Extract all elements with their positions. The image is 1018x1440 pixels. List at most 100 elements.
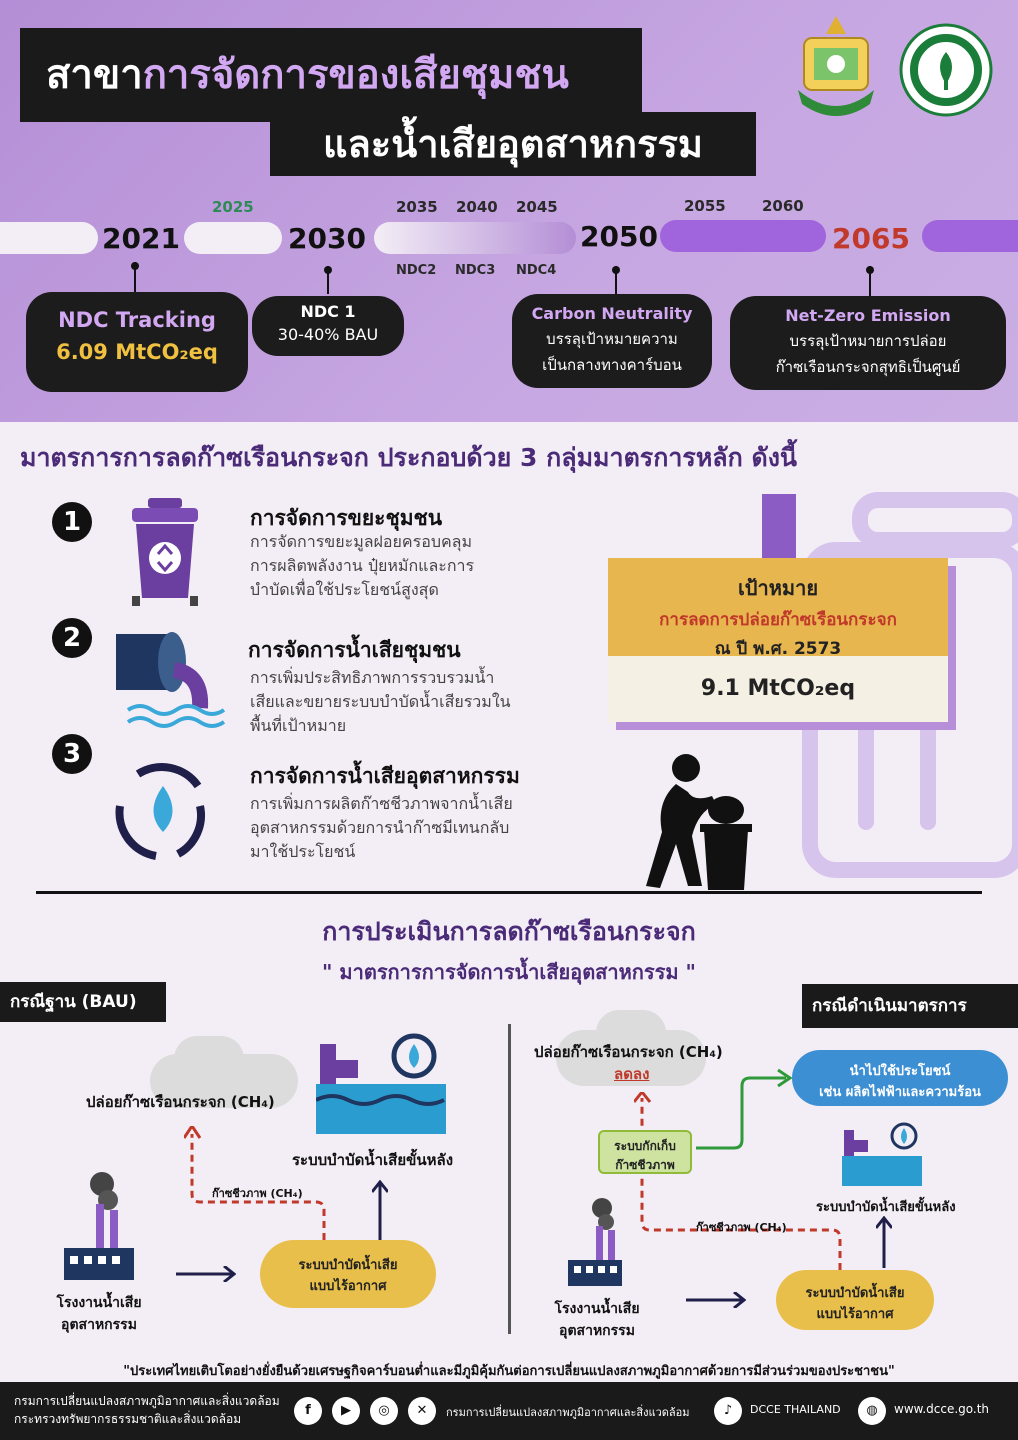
desc-line: บำบัดเพื่อใช้ประโยชน์สูงสุด	[250, 580, 439, 599]
year-2055: 2055	[684, 197, 726, 215]
year-2030: 2030	[288, 222, 366, 255]
year-2021: 2021	[102, 222, 180, 255]
measure-number-2: 2	[52, 618, 92, 658]
center-divider	[508, 1024, 511, 1334]
goal-tab	[762, 494, 796, 564]
page-title-line1: สาขาการจัดการของเสียชุมชน	[20, 28, 642, 122]
bau-post-treatment-label: ระบบบำบัดน้ำเสียขั้นหลัง	[292, 1151, 454, 1169]
tank-line2: แบบไร้อากาศ	[816, 1307, 894, 1322]
year-2045: 2045	[516, 198, 558, 216]
factory-line1: โรงงานน้ำเสีย	[554, 1301, 640, 1317]
capture-line2: ก๊าซชีวภาพ	[615, 1158, 675, 1172]
measure-post-treatment-label: ระบบบำบัดน้ำเสียขั้นหลัง	[816, 1200, 956, 1215]
water-cycle-icon	[115, 763, 205, 860]
measure-desc-1: การจัดการขยะมูลฝอยครอบคลุม การผลิตพลังงา…	[250, 530, 474, 602]
ndc2-label: NDC2	[396, 263, 437, 278]
desc-line: เสียและขยายระบบบำบัดน้ำเสียรวมใน	[250, 692, 511, 711]
milestone-net-zero: Net-Zero Emission บรรลุเป้าหมายการปล่อย …	[730, 296, 1006, 390]
youtube-icon[interactable]: ▶	[332, 1397, 360, 1425]
tiktok-handle[interactable]: DCCE THAILAND	[750, 1403, 841, 1416]
measure-number-1: 1	[52, 502, 92, 542]
bau-emission-label: ปล่อยก๊าซเรือนกระจก (CH₄)	[86, 1093, 275, 1111]
measure-emission-label: ปล่อยก๊าซเรือนกระจก (CH₄)	[534, 1043, 723, 1061]
measure-dashed-arrow	[634, 1092, 842, 1270]
globe-icon[interactable]: ◍	[858, 1397, 886, 1425]
org-line2: กระทรวงทรัพยากรธรรมชาติและสิ่งแวดล้อม	[14, 1412, 242, 1426]
desc-line: พื้นที่เป้าหมาย	[250, 716, 347, 735]
desc-line: อุตสาหกรรมด้วยการนำก๊าซมีเทนกลับ	[250, 818, 510, 837]
measure-title-1: การจัดการขยะชุมชน	[250, 506, 443, 530]
measure-up-arrow	[876, 1216, 892, 1268]
milestone-ndc1: NDC 1 30-40% BAU	[252, 296, 404, 356]
year-2060: 2060	[762, 197, 804, 215]
bau-right-arrow	[176, 1266, 236, 1282]
year-2035: 2035	[396, 198, 438, 216]
use-line2: เช่น ผลิตไฟฟ้าและความร้อน	[819, 1085, 981, 1100]
recycle-bin-icon	[132, 498, 198, 606]
measure-anaerobic-tank: ระบบบำบัดน้ำเสีย แบบไร้อากาศ	[776, 1270, 934, 1330]
measure-biogas-label: ก๊าซชีวภาพ (CH₄)	[696, 1221, 787, 1234]
measure-desc-3: การเพิ่มการผลิตก๊าซชีวภาพจากน้ำเสีย อุตส…	[250, 792, 513, 864]
measure-post-treatment-icon	[842, 1122, 922, 1186]
milestone-ndc-tracking: NDC Tracking 6.09 MtCO₂eq	[26, 292, 248, 392]
footer-org: กรมการเปลี่ยนแปลงสภาพภูมิอากาศและสิ่งแวด…	[14, 1392, 280, 1428]
milestone-carbon-neutrality: Carbon Neutrality บรรลุเป้าหมายความ เป็น…	[512, 294, 712, 388]
measure-title-2: การจัดการน้ำเสียชุมชน	[248, 638, 461, 662]
milestone-value: 30-40% BAU	[277, 325, 379, 344]
pin-dot-2050	[612, 266, 620, 274]
website-link[interactable]: www.dcce.go.th	[894, 1402, 990, 1416]
milestone-line1: บรรลุเป้าหมายความ	[546, 330, 678, 348]
tank-line1: ระบบบำบัดน้ำเสีย	[805, 1286, 905, 1301]
bau-cloud-puff	[174, 1036, 244, 1082]
measure-desc-2: การเพิ่มประสิทธิภาพการรวบรวมน้ำ เสียและข…	[250, 666, 511, 738]
tank-line1: ระบบบำบัดน้ำเสีย	[298, 1258, 398, 1273]
milestone-title: Carbon Neutrality	[531, 304, 693, 323]
page-title-line2: และน้ำเสียอุตสาหกรรม	[270, 112, 756, 176]
person-throwing-trash-icon	[646, 754, 752, 890]
bau-dashed-arrow	[184, 1126, 326, 1240]
milestone-title: Net-Zero Emission	[785, 306, 951, 325]
facebook-icon[interactable]: f	[294, 1397, 322, 1425]
bau-up-arrow	[372, 1180, 388, 1242]
year-2040: 2040	[456, 198, 498, 216]
utilization-pill: นำไปใช้ประโยชน์ เช่น ผลิตไฟฟ้าและความร้อ…	[792, 1050, 1008, 1106]
goal-value: 9.1 MtCO₂eq	[608, 656, 948, 722]
tiktok-icon[interactable]: ♪	[714, 1397, 742, 1425]
goal-label: เป้าหมาย	[737, 576, 819, 600]
measure-reduced-label: ลดลง	[614, 1065, 650, 1083]
goal-year: ณ ปี พ.ศ. 2573	[714, 639, 842, 659]
year-2050: 2050	[580, 220, 658, 253]
assessment-subtitle: " มาตรการการจัดการน้ำเสียอุตสาหกรรม "	[322, 960, 696, 984]
assessment-title: การประเมินการลดก๊าซเรือนกระจก	[322, 917, 696, 946]
pin-dot-2030	[324, 266, 332, 274]
milestone-value: 6.09 MtCO₂eq	[56, 340, 218, 364]
factory-line1: โรงงานน้ำเสีย	[56, 1295, 142, 1311]
section-divider	[36, 891, 982, 894]
ndc3-label: NDC3	[455, 263, 496, 278]
timeline-bar-4	[660, 220, 826, 252]
pin-dot-2021	[131, 262, 139, 270]
desc-line: การผลิตพลังงาน ปุ๋ยหมักและการ	[250, 556, 475, 575]
measures-section-title: มาตรการการลดก๊าซเรือนกระจก ประกอบด้วย 3 …	[20, 443, 798, 472]
bau-factory-label: โรงงานน้ำเสีย อุตสาหกรรม	[40, 1292, 158, 1336]
bau-anaerobic-tank: ระบบบำบัดน้ำเสีย แบบไร้อากาศ	[260, 1240, 436, 1308]
pin-dot-2065	[866, 266, 874, 274]
title-highlight: การจัดการของเสียชุมชน	[142, 52, 569, 98]
instagram-icon[interactable]: ◎	[370, 1397, 398, 1425]
goal-header: เป้าหมาย การลดการปล่อยก๊าซเรือนกระจก ณ ป…	[608, 558, 948, 659]
bau-tag: กรณีฐาน (BAU)	[0, 982, 166, 1022]
dcce-logo	[899, 23, 993, 117]
use-line1: นำไปใช้ประโยชน์	[849, 1064, 951, 1079]
measure-right-arrow	[686, 1292, 746, 1308]
desc-line: มาใช้ประโยชน์	[250, 842, 356, 861]
bau-post-treatment-icon	[316, 1033, 446, 1134]
measure-cloud-puff	[596, 1010, 666, 1056]
milestone-line1: บรรลุเป้าหมายการปล่อย	[789, 332, 947, 350]
bau-factory-icon	[64, 1172, 134, 1280]
timeline-bar-2	[184, 222, 282, 254]
tank-line2: แบบไร้อากาศ	[309, 1279, 387, 1294]
x-icon[interactable]: ✕	[408, 1397, 436, 1425]
measure-number-3: 3	[52, 734, 92, 774]
capture-line1: ระบบกักเก็บ	[614, 1139, 676, 1153]
biogas-capture-box: ระบบกักเก็บ ก๊าซชีวภาพ	[598, 1130, 692, 1174]
